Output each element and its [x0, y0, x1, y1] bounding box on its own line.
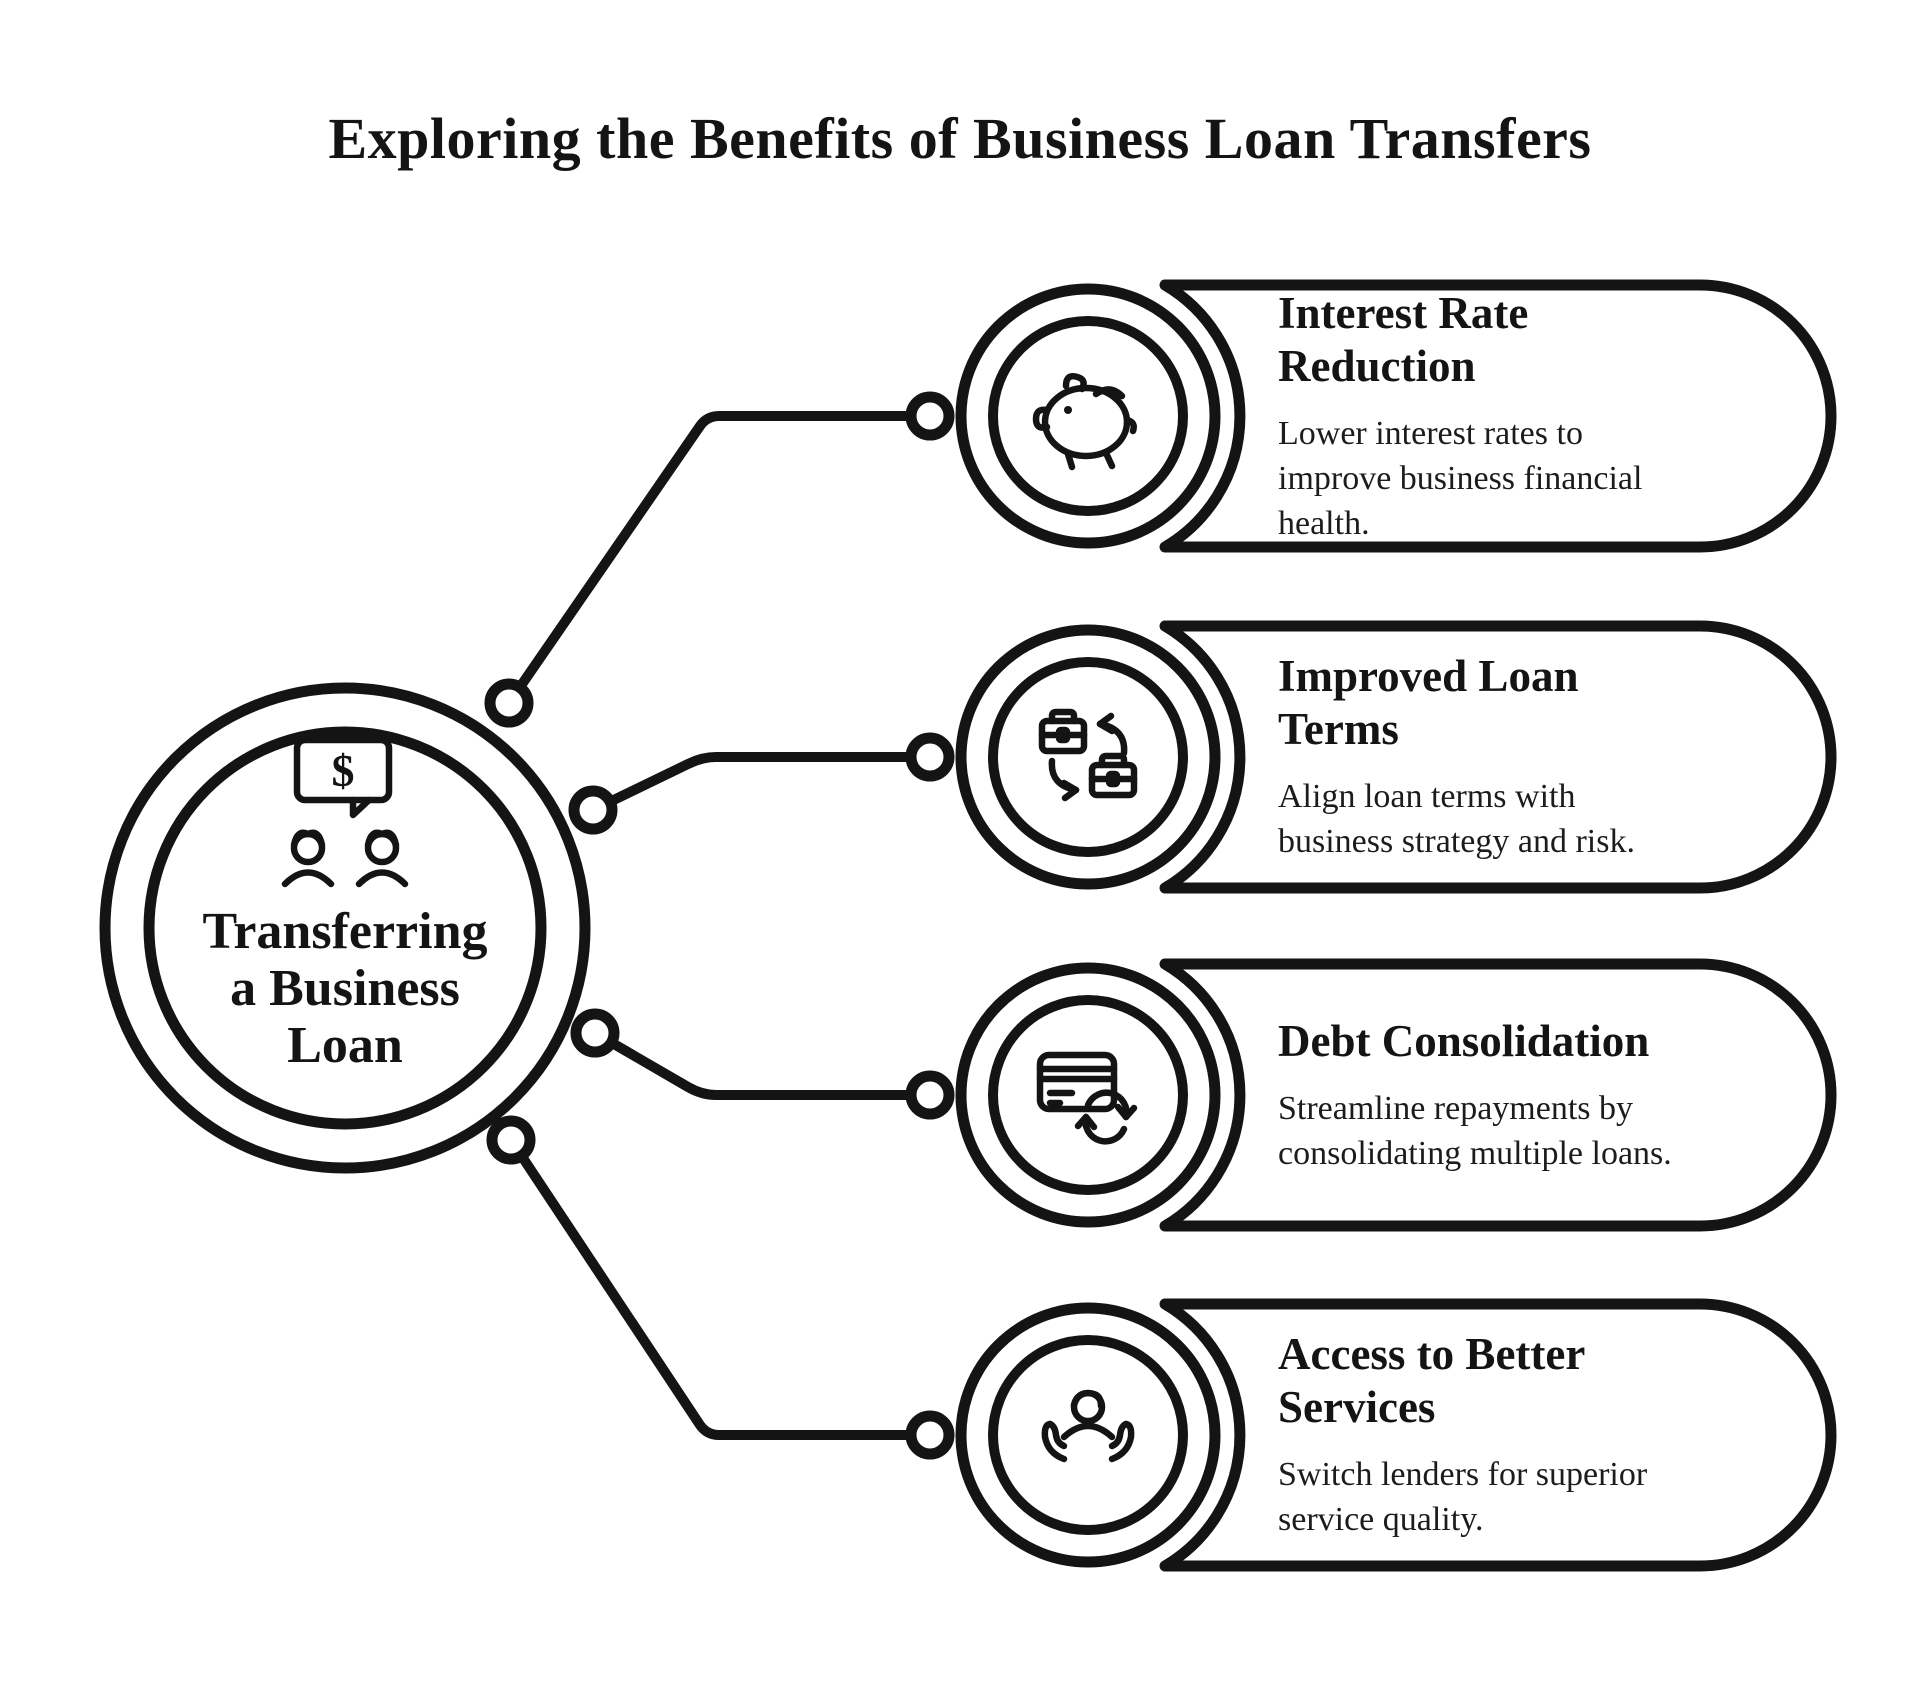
benefit-card-2-art: [905, 620, 1837, 894]
benefit-pill-outline: [1159, 958, 1837, 1232]
icon-ring-inner: [988, 995, 1188, 1195]
benefit-pill-outline: [1159, 279, 1837, 553]
icon-ring-outer: [955, 962, 1221, 1228]
credit-card-refresh-icon: [1036, 1051, 1138, 1145]
hub-node-1: [484, 678, 534, 728]
benefit-card-2-text: Improved Loan Terms Align loan terms wit…: [1278, 612, 1778, 902]
branch-line-3: [590, 1028, 935, 1100]
benefit-card-3-text: Debt Consolidation Streamline repayments…: [1278, 950, 1778, 1240]
benefit-description: Streamline repayments by consolidating m…: [1278, 1089, 1672, 1172]
benefit-pill-outline: [1159, 1298, 1837, 1572]
icon-ring-inner: [988, 316, 1188, 516]
icon-ring-outer: [955, 283, 1221, 549]
connector-dot: [905, 391, 955, 441]
benefit-card-1-art: [905, 279, 1837, 553]
piggy-bank-icon: [1032, 373, 1137, 471]
hub-node-2: [568, 785, 618, 835]
icon-ring-outer: [955, 624, 1221, 890]
branch-line-1: [504, 411, 935, 708]
speech-bubble-tail: [349, 796, 373, 819]
benefit-card-1-text: Interest Rate Reduction Lower interest r…: [1278, 271, 1778, 561]
dollar-speech-bubble-people-icon: $: [281, 736, 409, 888]
icon-ring-outer: [955, 1302, 1221, 1568]
hub-inner-ring: [143, 726, 547, 1130]
person-left: [281, 829, 335, 888]
hub-node-4: [486, 1115, 536, 1165]
benefit-title: Improved Loan Terms: [1278, 651, 1579, 754]
benefit-pill-outline: [1159, 620, 1837, 894]
connector-dot: [905, 1070, 955, 1120]
benefit-description: Lower interest rates to improve business…: [1278, 414, 1643, 542]
benefit-card-4-art: [905, 1298, 1837, 1572]
branch-line-2: [588, 752, 935, 815]
briefcase-swap-icon: [1038, 708, 1138, 802]
icon-ring-inner: [988, 657, 1188, 857]
person-right: [355, 829, 409, 888]
hub-node-3: [570, 1008, 620, 1058]
person-in-hands-icon: [1041, 1389, 1135, 1463]
hub-outer-ring: [99, 682, 591, 1174]
connector-dot: [905, 732, 955, 782]
icon-ring-inner: [988, 1335, 1188, 1535]
hub-label: Transferring a Business Loan: [202, 903, 488, 1074]
benefit-card-4-text: Access to Better Services Switch lenders…: [1278, 1290, 1778, 1580]
page-title: Exploring the Benefits of Business Loan …: [328, 106, 1592, 171]
speech-bubble: [293, 736, 393, 804]
connector-dot: [905, 1410, 955, 1460]
branch-line-4: [506, 1135, 935, 1440]
dollar-glyph: $: [332, 745, 355, 796]
benefit-title: Debt Consolidation: [1278, 1015, 1650, 1066]
benefit-title: Interest Rate Reduction: [1278, 287, 1529, 391]
benefit-description: Align loan terms with business strategy …: [1278, 778, 1635, 860]
benefit-title: Access to Better Services: [1278, 1329, 1586, 1432]
benefit-card-3-art: [905, 958, 1837, 1232]
benefit-description: Switch lenders for superior service qual…: [1278, 1456, 1648, 1538]
